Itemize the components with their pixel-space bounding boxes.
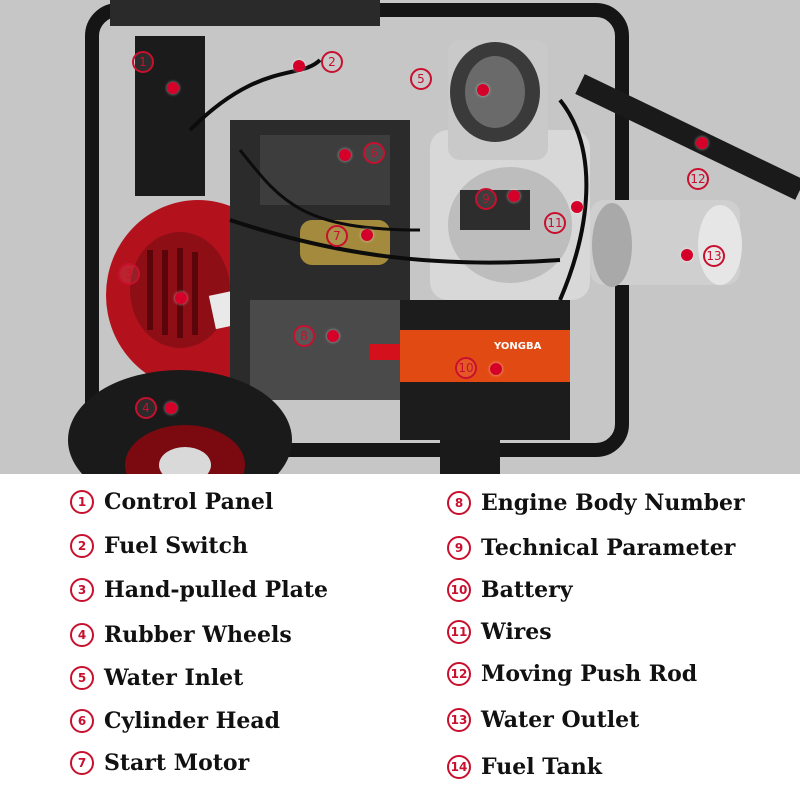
legend-number: 9 (447, 536, 471, 560)
legend-item-rubber-wheels: 4 Rubber Wheels (70, 620, 292, 650)
legend-item-engine-body-number: 8 Engine Body Number (447, 488, 745, 518)
legend-label: Rubber Wheels (104, 622, 292, 648)
legend-number: 2 (70, 534, 94, 558)
legend-label: Engine Body Number (481, 490, 745, 516)
photo-marker-2: 2 (321, 51, 343, 73)
legend-item-water-inlet: 5 Water Inlet (70, 663, 243, 693)
legend-number: 4 (70, 623, 94, 647)
marker-dot-3 (175, 292, 187, 304)
marker-dot-12 (696, 137, 708, 149)
legend-number: 7 (70, 751, 94, 775)
photo-marker-10: 10 (455, 357, 477, 379)
push-rod (575, 74, 800, 200)
marker-dot-5 (477, 84, 489, 96)
legend-number: 11 (447, 620, 471, 644)
legend-item-battery: 10 Battery (447, 575, 573, 605)
legend-item-start-motor: 7 Start Motor (70, 748, 249, 778)
legend-number: 8 (447, 491, 471, 515)
photo-marker-8: 8 (293, 325, 315, 347)
legend-label: Hand-pulled Plate (104, 577, 328, 603)
photo-marker-4: 4 (135, 397, 157, 419)
legend-label: Start Motor (104, 750, 250, 776)
photo-marker-12: 12 (687, 168, 709, 190)
marker-dot-9 (508, 190, 520, 202)
photo-marker-13: 13 (703, 245, 725, 267)
legend-item-technical-parameter: 9 Technical Parameter (447, 533, 735, 563)
legend-number: 10 (447, 578, 471, 602)
marker-dot-1 (167, 82, 179, 94)
legend-item-fuel-switch: 2 Fuel Switch (70, 531, 248, 561)
legend-item-water-outlet: 13 Water Outlet (447, 705, 639, 735)
legend-number: 12 (447, 662, 471, 686)
marker-dot-11 (571, 201, 583, 213)
marker-dot-10 (490, 363, 502, 375)
legend-item-hand-pulled-plate: 3 Hand-pulled Plate (70, 575, 328, 605)
pump-photo: YONGBA 1 2 3 4 5 6 7 8 9 10 11 12 13 (0, 0, 800, 474)
legend-label: Water Outlet (481, 707, 640, 733)
marker-dot-8 (327, 330, 339, 342)
legend-item-control-panel: 1 Control Panel (70, 487, 273, 517)
legend-item-fuel-tank: 14 Fuel Tank (447, 752, 602, 782)
marker-dot-2 (293, 60, 305, 72)
legend-label: Fuel Switch (104, 533, 248, 559)
photo-marker-6: 6 (363, 142, 385, 164)
legend-number: 14 (447, 755, 471, 779)
battery-brand: YONGBA (493, 341, 542, 352)
legend-label: Control Panel (104, 489, 274, 515)
legend-label: Cylinder Head (104, 708, 281, 734)
legend-item-cylinder-head: 6 Cylinder Head (70, 706, 280, 736)
photo-marker-11: 11 (544, 212, 566, 234)
marker-dot-7 (361, 229, 373, 241)
marker-dot-6 (339, 149, 351, 161)
photo-marker-5: 5 (410, 68, 432, 90)
legend-item-moving-push-rod: 12 Moving Push Rod (447, 659, 697, 689)
legend-label: Battery (481, 577, 573, 603)
photo-marker-3: 3 (118, 263, 140, 285)
legend-number: 3 (70, 578, 94, 602)
legend-label: Technical Parameter (481, 535, 736, 561)
legend-number: 13 (447, 708, 471, 732)
legend-label: Fuel Tank (481, 754, 602, 780)
legend-number: 5 (70, 666, 94, 690)
photo-marker-1: 1 (132, 51, 154, 73)
photo-marker-9: 9 (475, 188, 497, 210)
legend-label: Moving Push Rod (481, 661, 698, 687)
parts-legend: 1 Control Panel 2 Fuel Switch 3 Hand-pul… (0, 474, 800, 800)
legend-label: Water Inlet (104, 665, 244, 691)
marker-dot-4 (165, 402, 177, 414)
legend-number: 1 (70, 490, 94, 514)
marker-dot-13 (681, 249, 693, 261)
legend-label: Wires (481, 619, 552, 645)
legend-item-wires: 11 Wires (447, 617, 552, 647)
legend-number: 6 (70, 709, 94, 733)
photo-marker-7: 7 (326, 225, 348, 247)
pump-illustration: YONGBA (68, 0, 800, 474)
